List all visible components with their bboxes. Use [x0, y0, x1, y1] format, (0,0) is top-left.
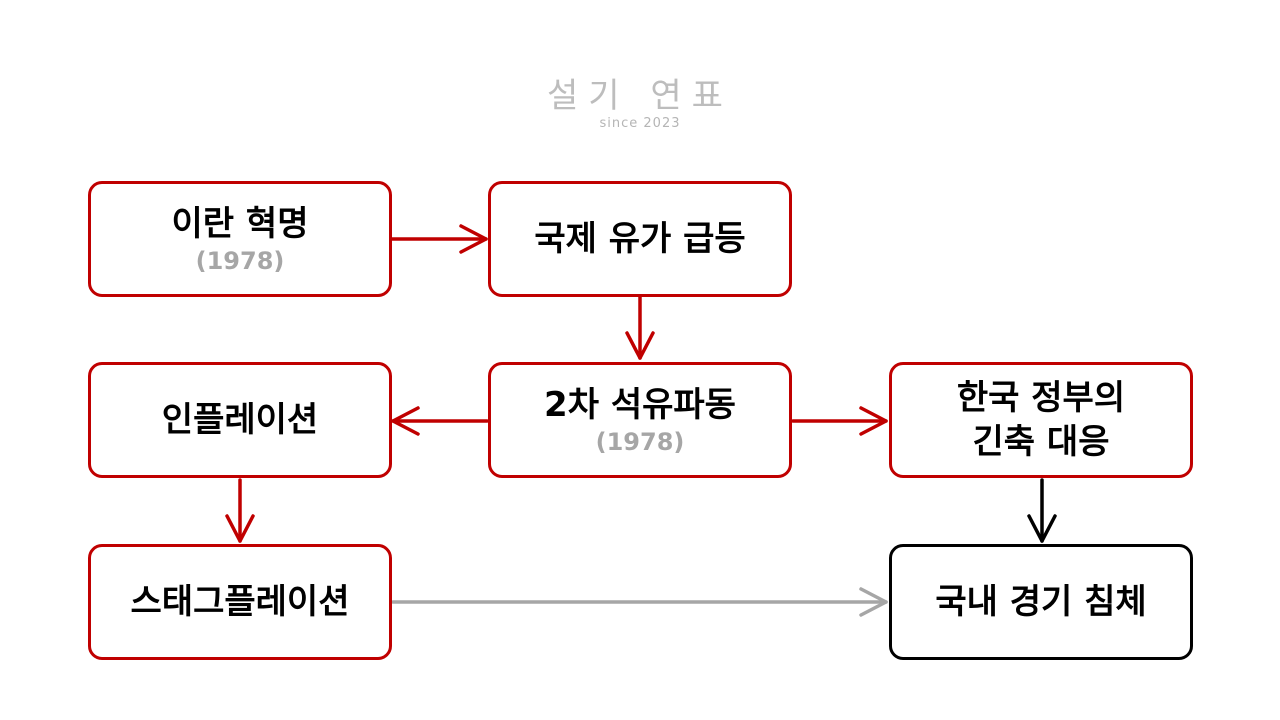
- node-year: (1978): [195, 247, 285, 275]
- arrowhead-inflation-to-stagflation: [225, 514, 255, 543]
- node-domestic-recession: 국내 경기 침체: [889, 544, 1193, 660]
- arrowhead-oil-price-surge-to-second-oil-shock: [625, 331, 655, 360]
- node-inflation: 인플레이션: [88, 362, 392, 478]
- node-oil-price-surge: 국제 유가 급등: [488, 181, 792, 297]
- node-year: (1978): [595, 428, 685, 456]
- watermark-subtitle: since 2023: [599, 116, 681, 131]
- watermark-title: 설기 연표: [547, 76, 733, 116]
- node-iran-revolution: 이란 혁명 (1978): [88, 181, 392, 297]
- node-label: 2차 석유파동: [544, 385, 736, 425]
- arrowhead-stagflation-to-domestic-recession: [859, 587, 888, 617]
- arrowhead-second-oil-shock-to-inflation: [391, 406, 420, 436]
- node-label: 국제 유가 급등: [534, 219, 746, 259]
- watermark: 설기 연표 since 2023: [540, 76, 740, 132]
- node-label: 한국 정부의 긴축 대응: [956, 378, 1126, 462]
- node-second-oil-shock: 2차 석유파동 (1978): [488, 362, 792, 478]
- node-label: 국내 경기 침체: [935, 582, 1147, 622]
- node-label: 인플레이션: [161, 400, 319, 440]
- node-label: 이란 혁명: [171, 204, 309, 244]
- arrowhead-korea-austerity-to-domestic-recession: [1027, 514, 1057, 543]
- node-stagflation: 스태그플레이션: [88, 544, 392, 660]
- arrowhead-second-oil-shock-to-korea-austerity: [859, 406, 888, 436]
- node-korea-austerity: 한국 정부의 긴축 대응: [889, 362, 1193, 478]
- node-label: 스태그플레이션: [130, 582, 350, 622]
- arrowhead-iran-revolution-to-oil-price-surge: [459, 224, 488, 254]
